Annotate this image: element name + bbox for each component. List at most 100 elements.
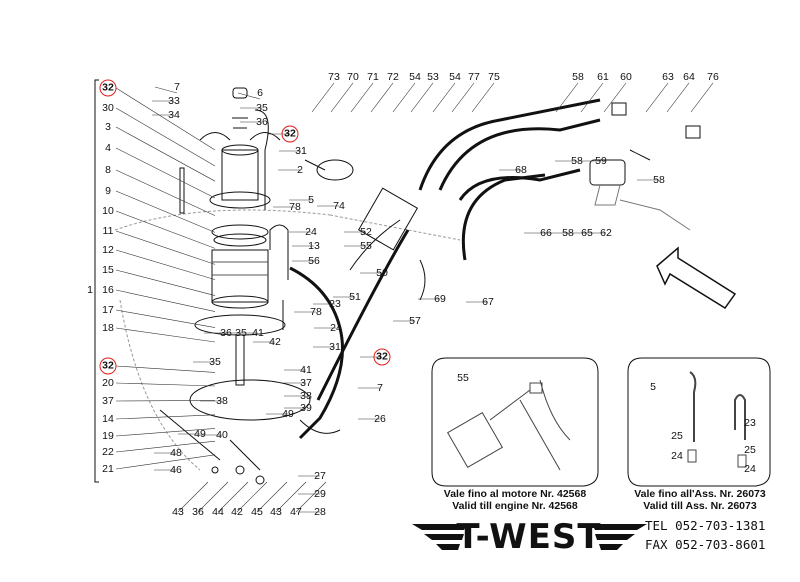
leader-line <box>115 87 216 151</box>
leader-line <box>237 92 261 100</box>
callout-label: 70 <box>347 70 359 83</box>
callout-label: 38 <box>216 394 228 407</box>
callout-label: 77 <box>468 70 480 83</box>
callout-label: 58 <box>571 154 583 167</box>
callout-label: 42 <box>269 335 281 348</box>
callout-label: 75 <box>488 70 500 83</box>
leader-line <box>115 365 216 373</box>
callout-label-highlighted: 32 <box>281 125 299 143</box>
callout-label: 14 <box>102 412 114 425</box>
callout-label: 31 <box>329 340 341 353</box>
callout-label: 12 <box>102 243 114 256</box>
callout-label: 59 <box>595 154 607 167</box>
callout-label: 54 <box>449 70 461 83</box>
callout-label: 45 <box>251 505 263 518</box>
callout-label: 19 <box>102 429 114 442</box>
leader-line <box>115 230 216 265</box>
callout-label: 28 <box>314 505 326 518</box>
leader-line <box>217 481 249 513</box>
callout-label: 11 <box>102 224 114 237</box>
leader-line <box>645 82 669 113</box>
callout-label: 8 <box>105 163 111 176</box>
callout-label: 49 <box>282 407 294 420</box>
callout-label: 60 <box>620 70 632 83</box>
callout-label: 29 <box>314 487 326 500</box>
leader-line <box>603 82 627 113</box>
callout-label: 57 <box>409 314 421 327</box>
callout-label: 30 <box>102 101 114 114</box>
svg-text:T-WEST: T-WEST <box>456 517 601 554</box>
callout-label: 62 <box>600 226 612 239</box>
leader-line <box>115 309 216 328</box>
callout-label-highlighted: 32 <box>99 357 117 375</box>
pressure-regulator <box>589 102 701 231</box>
callout-label: 44 <box>212 505 224 518</box>
callout-label: 54 <box>409 70 421 83</box>
inset-chassis-frame <box>627 357 771 487</box>
callout-label: 16 <box>102 283 114 296</box>
fuel-filter <box>304 159 419 251</box>
leader-line <box>690 82 714 113</box>
callout-label: 65 <box>581 226 593 239</box>
leader-line <box>115 327 216 343</box>
callout-label: 61 <box>597 70 609 83</box>
callout-label: 36 <box>220 326 232 339</box>
caption-italian: Vale fino all'Ass. Nr. 26073 <box>634 488 766 500</box>
callout-label: 5 <box>308 193 314 206</box>
callout-label: 35 <box>209 355 221 368</box>
callout-label: 18 <box>102 321 114 334</box>
callout-label: 72 <box>387 70 399 83</box>
callout-label: 24 <box>330 321 342 334</box>
callout-label: 2 <box>297 163 303 176</box>
leader-line <box>451 82 475 113</box>
inset-chassis-drawing <box>687 371 747 468</box>
leader-line <box>115 382 216 387</box>
callout-label: 35 <box>256 101 268 114</box>
front-direction-arrow-icon <box>656 246 737 310</box>
callout-label-highlighted: 32 <box>99 79 117 97</box>
leader-line <box>115 169 216 216</box>
t-west-logo: T-WEST <box>412 517 647 554</box>
leader-line <box>330 82 354 113</box>
leader-line <box>370 82 394 113</box>
callout-label: 1 <box>87 283 93 296</box>
callout-label: 17 <box>102 303 114 316</box>
callout-label: 20 <box>102 376 114 389</box>
caption-italian: Vale fino al motore Nr. 42568 <box>443 488 587 500</box>
callout-label: 66 <box>540 226 552 239</box>
callout-label: 37 <box>102 394 114 407</box>
fuel-hoses <box>289 98 601 440</box>
callout-label: 67 <box>482 295 494 308</box>
callout-label: 26 <box>374 412 386 425</box>
leader-line <box>236 481 268 513</box>
callout-label: 78 <box>310 305 322 318</box>
callout-label: 5 <box>650 380 656 393</box>
leader-line <box>115 126 216 182</box>
callout-label: 24 <box>671 449 683 462</box>
callout-label: 48 <box>170 446 182 459</box>
callout-label: 46 <box>170 463 182 476</box>
callout-label: 69 <box>434 292 446 305</box>
leader-line <box>350 82 374 113</box>
leader-line <box>555 82 579 113</box>
callout-label: 21 <box>102 462 114 475</box>
leader-line <box>115 269 216 296</box>
callout-label: 43 <box>270 505 282 518</box>
fuel-pump-assembly <box>159 87 341 485</box>
callout-label: 58 <box>572 70 584 83</box>
leader-line <box>115 147 216 199</box>
callout-label: 50 <box>376 266 388 279</box>
callout-label: 22 <box>102 445 114 458</box>
caption-english: Valid till Ass. Nr. 26073 <box>643 500 757 512</box>
callout-label: 58 <box>653 173 665 186</box>
callout-label: 36 <box>256 115 268 128</box>
leader-line <box>471 82 495 113</box>
inset-chassis-caption: Vale fino all'Ass. Nr. 26073 Valid till … <box>620 488 780 512</box>
callout-label: 41 <box>300 363 312 376</box>
callout-label: 52 <box>360 225 372 238</box>
leader-line <box>580 82 604 113</box>
leader-line <box>410 82 434 113</box>
callout-label: 49 <box>194 427 206 440</box>
leader-line <box>115 428 216 437</box>
